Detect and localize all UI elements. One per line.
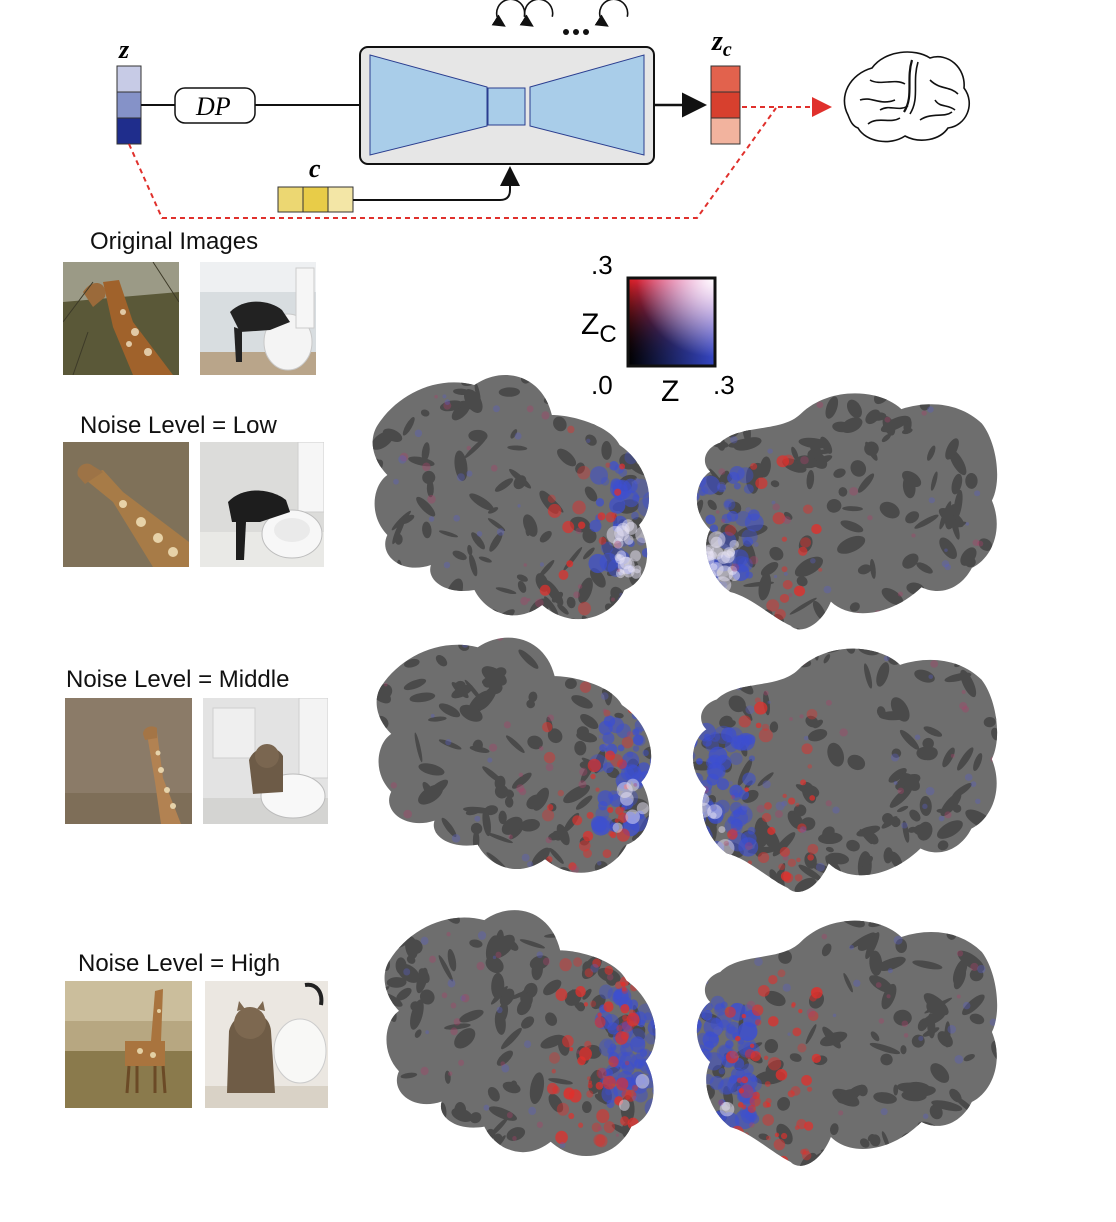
flatmap-high-right-hemisphere xyxy=(690,912,1002,1182)
zc-vector xyxy=(710,65,741,145)
giraffe-image-middle xyxy=(65,698,192,824)
colorbar-y-label: ZC xyxy=(581,308,617,348)
colorbar-top-value: .3 xyxy=(591,250,613,280)
c-vector xyxy=(277,186,354,213)
brain-icon xyxy=(843,51,970,143)
cat-image-original xyxy=(200,262,316,375)
row-title-high: Noise Level = High xyxy=(78,950,281,977)
flatmap-middle-left-hemisphere xyxy=(372,628,670,888)
flatmap-middle-right-hemisphere xyxy=(686,640,1002,908)
model-diagram: z DP zc xyxy=(116,0,970,219)
colorbar-square xyxy=(626,276,717,368)
unet-encoder xyxy=(369,54,488,156)
cat-image-low xyxy=(200,442,324,567)
flatmap-low-right-hemisphere xyxy=(690,385,1002,645)
unet-decoder xyxy=(529,54,645,156)
denoising-loop-icons xyxy=(491,0,629,27)
flatmap-high-left-hemisphere xyxy=(380,900,674,1172)
giraffe-image-low xyxy=(63,442,189,567)
z-vector xyxy=(116,65,142,145)
row-title-low: Noise Level = Low xyxy=(80,412,277,439)
flatmap-low-left-hemisphere xyxy=(368,365,668,635)
giraffe-image-high xyxy=(65,981,192,1108)
unet-bottleneck xyxy=(487,87,526,126)
zc-label: zc xyxy=(711,26,732,61)
colorbar-right-value: .3 xyxy=(713,370,735,400)
ellipsis-dots xyxy=(563,29,589,35)
cat-image-middle xyxy=(203,698,328,824)
c-to-unet-arrow xyxy=(353,166,520,201)
z-label: z xyxy=(118,35,130,64)
row-title-original: Original Images xyxy=(90,228,259,255)
colorbar-2d: .3 ZC .0 Z .3 xyxy=(581,250,735,408)
row-title-middle: Noise Level = Middle xyxy=(66,666,290,693)
colorbar-x-label: Z xyxy=(661,375,679,408)
colorbar-left-value: .0 xyxy=(591,370,613,400)
z-to-brain-dashed-line xyxy=(128,107,777,219)
cat-image-high xyxy=(205,981,328,1108)
c-label: c xyxy=(309,154,321,183)
giraffe-image-original xyxy=(63,262,179,375)
dp-label: DP xyxy=(195,92,231,121)
